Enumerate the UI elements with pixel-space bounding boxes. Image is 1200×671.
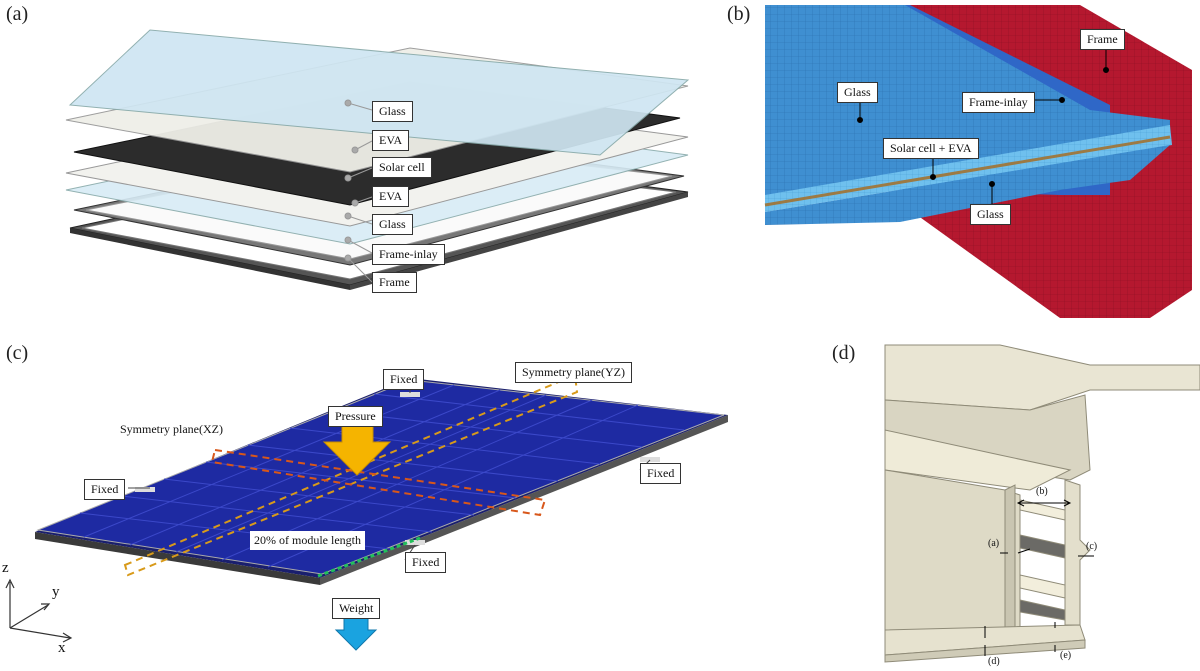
panel-letter-d: (d): [832, 342, 856, 364]
a-label-glass-top: Glass: [372, 101, 413, 122]
c-axes: [5, 578, 73, 643]
panel-letter-c: (c): [6, 342, 29, 364]
d-label-b: (b): [1036, 486, 1048, 497]
panel-a-leaders: [344, 99, 373, 283]
c-axis-y: y: [52, 584, 60, 600]
d-label-e: (e): [1060, 650, 1072, 661]
d-label-d: (d): [988, 656, 1000, 667]
c-label-fixed-bottom: Fixed: [405, 552, 447, 573]
d-label-a: (a): [988, 538, 1000, 549]
a-label-eva-bottom: EVA: [372, 186, 410, 207]
c-axis-x: x: [58, 640, 66, 656]
c-module-face: [36, 379, 725, 575]
c-label-fixed-left: Fixed: [84, 479, 126, 500]
b-glass-bottom: [765, 145, 1170, 225]
b-label-solar-eva: Solar cell + EVA: [883, 138, 979, 159]
panel-letter-a: (a): [6, 3, 29, 25]
b-label-frame-inlay: Frame-inlay: [962, 92, 1035, 113]
c-label-fixed-right: Fixed: [640, 463, 682, 484]
c-label-weight: Weight: [332, 598, 381, 619]
b-label-glass-bottom: Glass: [970, 204, 1011, 225]
a-label-frame: Frame: [372, 272, 417, 293]
panel-letter-b: (b): [727, 3, 751, 25]
a-label-eva-top: EVA: [372, 130, 410, 151]
b-label-glass-left: Glass: [837, 82, 878, 103]
c-label-sym-yz: Symmetry plane(YZ): [515, 362, 632, 383]
b-solar-eva: [765, 125, 1172, 212]
c-label-sym-xz: Symmetry plane(XZ): [120, 422, 223, 436]
a-label-solar-cell: Solar cell: [372, 157, 432, 178]
c-symmetry-plane-xz: [210, 448, 547, 517]
c-symmetry-plane-yz: [123, 373, 579, 577]
c-axis-z: z: [2, 560, 9, 576]
glass-top-layer: [68, 29, 690, 156]
a-label-frame-inlay: Frame-inlay: [372, 244, 445, 265]
b-label-frame: Frame: [1080, 29, 1125, 50]
a-label-glass-bottom: Glass: [372, 214, 413, 235]
c-label-pressure: Pressure: [328, 406, 383, 427]
c-label-fixed-top: Fixed: [383, 369, 425, 390]
d-label-c: (c): [1086, 541, 1098, 552]
c-label-twenty: 20% of module length: [250, 531, 365, 550]
d-profile: [884, 344, 1200, 663]
